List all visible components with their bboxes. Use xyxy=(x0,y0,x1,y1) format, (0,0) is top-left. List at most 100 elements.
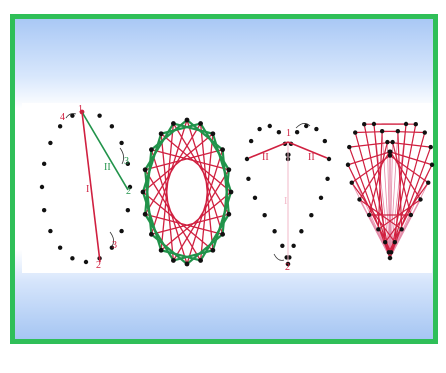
pin-dot xyxy=(84,260,88,264)
pin-dot xyxy=(357,197,361,201)
pin-dot xyxy=(119,141,123,145)
pin-dot xyxy=(367,213,371,217)
circle-instructions-figure: 1 4 3 2 3 2 I II xyxy=(40,104,132,271)
pin-dot xyxy=(388,256,392,260)
star-threads xyxy=(143,120,231,264)
pin-dot xyxy=(48,229,52,233)
pin-dot xyxy=(299,229,303,233)
green-thread-line xyxy=(82,112,128,190)
heart-instructions-figure: II II 1 2 I xyxy=(245,123,331,273)
pin-dot xyxy=(257,127,261,131)
pin-dot xyxy=(272,229,276,233)
label-top-1: 1 xyxy=(286,128,291,139)
pin-dot xyxy=(143,212,148,217)
pin-dot xyxy=(226,212,231,217)
pin-dot xyxy=(280,244,284,248)
pin-dot xyxy=(143,167,148,172)
pin-dot xyxy=(404,122,408,126)
label-mid-I: I xyxy=(284,196,287,207)
label-bottom-2: 2 xyxy=(285,262,290,273)
pin-dot xyxy=(325,177,329,181)
label-3: 3 xyxy=(112,240,117,251)
label-I: I xyxy=(86,184,89,195)
pin-dot xyxy=(141,190,146,195)
red-thread-line xyxy=(82,112,100,262)
pin-dot xyxy=(159,131,164,136)
pin-dot xyxy=(70,256,74,260)
pin-dot xyxy=(291,244,295,248)
pin-dot xyxy=(42,208,46,212)
pin-dot xyxy=(319,196,323,200)
pin-dot xyxy=(171,258,176,263)
pin-dot xyxy=(388,153,392,157)
pin-dot xyxy=(149,232,154,237)
pin-dot xyxy=(220,147,225,152)
heart-fan-figure xyxy=(346,122,434,260)
pin-dot xyxy=(347,145,351,149)
pin-dot xyxy=(372,122,376,126)
pin-dot xyxy=(390,140,394,144)
pin-dot xyxy=(210,131,215,136)
pin-dot xyxy=(262,213,266,217)
pin-dot xyxy=(58,245,62,249)
pin-dot xyxy=(414,122,418,126)
label-3-green: 3 xyxy=(124,156,129,167)
pin-dot xyxy=(393,240,397,244)
pin-dot xyxy=(110,124,114,128)
pin-dot xyxy=(418,197,422,201)
pin-dot xyxy=(58,124,62,128)
pin-dot xyxy=(423,130,427,134)
pin-dot xyxy=(385,140,389,144)
pin-dot xyxy=(246,177,250,181)
pin-dot xyxy=(327,157,331,161)
pin-dot xyxy=(119,229,123,233)
pin-dot xyxy=(185,118,190,123)
pin-dot xyxy=(220,232,225,237)
pin-dot xyxy=(396,129,400,133)
pin-dot xyxy=(409,213,413,217)
pin-dot xyxy=(97,113,101,117)
thread-line xyxy=(151,120,187,150)
pin-dot xyxy=(245,157,249,161)
circle-star-figure xyxy=(141,118,234,267)
arrow-bottom xyxy=(274,254,284,260)
pin-dot xyxy=(226,167,231,172)
thread-line xyxy=(187,234,223,264)
pin-dot xyxy=(198,258,203,263)
thread-line xyxy=(382,131,425,132)
pin-dot xyxy=(380,129,384,133)
pin-dot xyxy=(198,121,203,126)
label-2: 2 xyxy=(96,260,101,271)
pin-dot xyxy=(48,141,52,145)
pin-dot xyxy=(430,163,434,167)
pin-dot xyxy=(229,190,234,195)
pin-dot xyxy=(171,121,176,126)
pin-dot xyxy=(268,124,272,128)
label-1: 1 xyxy=(78,104,83,115)
heart-fan-threads xyxy=(348,124,432,258)
pin-dot xyxy=(346,163,350,167)
pin-dot xyxy=(314,127,318,131)
pin-dot xyxy=(383,240,387,244)
pin-dot xyxy=(426,181,430,185)
label-II-right: II xyxy=(308,152,315,163)
pin-dot xyxy=(376,227,380,231)
pin-dot xyxy=(149,147,154,152)
label-2-green: 2 xyxy=(126,186,131,197)
pin-dot xyxy=(362,122,366,126)
label-II: II xyxy=(104,162,111,173)
star-dots xyxy=(141,118,234,267)
pin-dot xyxy=(159,248,164,253)
pin-dot xyxy=(295,130,299,134)
pin-dot xyxy=(387,250,391,254)
pin-dot xyxy=(210,248,215,253)
pin-dot xyxy=(309,213,313,217)
pin-dot xyxy=(323,139,327,143)
pin-dot xyxy=(387,150,391,154)
pin-dot xyxy=(249,139,253,143)
thread-line xyxy=(145,124,200,215)
pin-dot xyxy=(253,196,257,200)
pin-dot xyxy=(126,208,130,212)
pin-dot xyxy=(429,145,433,149)
